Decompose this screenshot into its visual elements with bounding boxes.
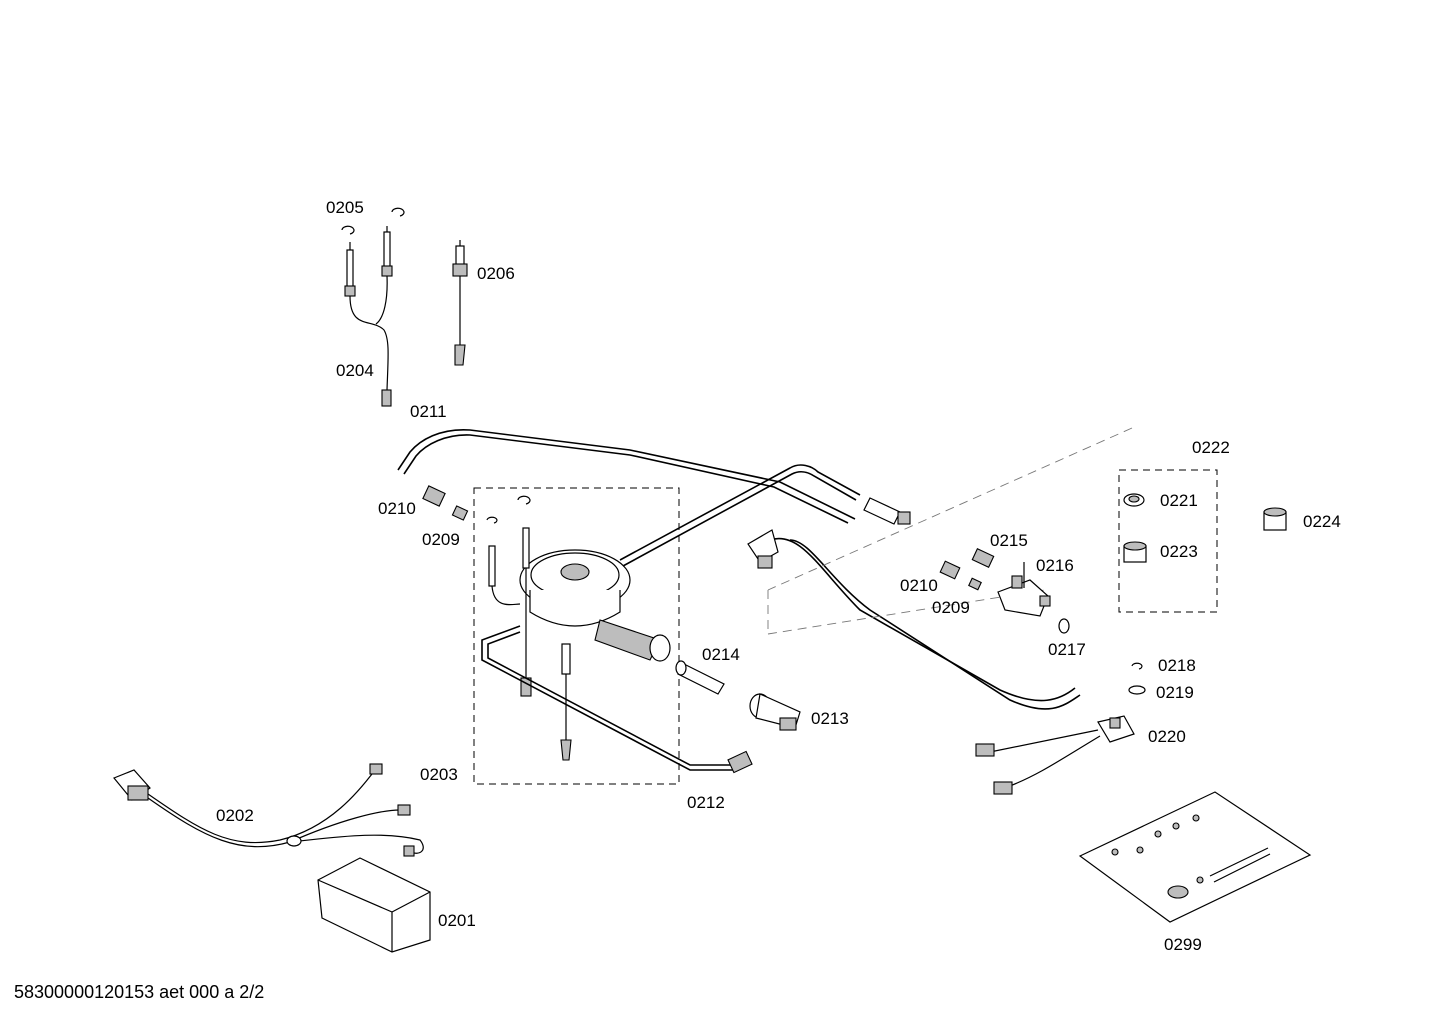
part-0209-right-fitting <box>968 577 982 591</box>
label-0210-right: 0210 <box>900 576 938 595</box>
part-0209-fitting <box>451 505 469 521</box>
part-hose <box>747 529 1081 710</box>
part-0220-switch <box>975 715 1135 795</box>
part-0219-washer <box>1128 685 1146 695</box>
label-0213: 0213 <box>811 709 849 728</box>
label-0220: 0220 <box>1148 727 1186 746</box>
part-0224-nut <box>1263 507 1287 531</box>
part-0213-elbow <box>749 693 801 731</box>
part-0222-group <box>1118 469 1218 613</box>
label-0209-right: 0209 <box>932 598 970 617</box>
label-0211: 0211 <box>410 402 447 421</box>
document-number-footer: 58300000120153 aet 000 a 2/2 <box>14 982 265 1002</box>
part-0299-bag <box>1078 791 1312 923</box>
label-0209-left: 0209 <box>422 530 460 549</box>
part-0215-fitting <box>971 548 995 568</box>
part-0202-harness <box>113 763 424 857</box>
part-supply-pipe <box>619 464 861 567</box>
label-0218: 0218 <box>1158 656 1196 675</box>
part-0216-valve <box>997 562 1051 617</box>
label-0215: 0215 <box>990 531 1028 550</box>
label-0224: 0224 <box>1303 512 1341 531</box>
label-0205: 0205 <box>326 198 364 217</box>
label-0216: 0216 <box>1036 556 1074 575</box>
label-0202: 0202 <box>216 806 254 825</box>
part-0214-tube <box>675 660 725 695</box>
label-0203: 0203 <box>420 765 458 784</box>
part-0205-clips <box>341 207 405 235</box>
part-0212-fitting <box>727 750 753 774</box>
label-0214: 0214 <box>702 645 740 664</box>
part-0204-thermocouple <box>344 226 393 407</box>
label-0206: 0206 <box>477 264 515 283</box>
part-0203-burner-group <box>473 487 735 785</box>
label-0223: 0223 <box>1160 542 1198 561</box>
label-0210-left: 0210 <box>378 499 416 518</box>
part-0217-ring <box>1058 618 1070 634</box>
part-0211-pipe <box>397 429 911 525</box>
label-0299: 0299 <box>1164 935 1202 954</box>
part-0206-electrode <box>452 240 468 366</box>
label-0217: 0217 <box>1048 640 1086 659</box>
label-0222: 0222 <box>1192 438 1230 457</box>
label-0219: 0219 <box>1156 683 1194 702</box>
label-0201: 0201 <box>438 911 476 930</box>
label-0212: 0212 <box>687 793 725 812</box>
part-0210-fitting <box>422 485 446 507</box>
part-0218-clip <box>1131 662 1143 670</box>
part-0210-right-fitting <box>939 560 961 580</box>
part-0201-box <box>317 857 431 953</box>
label-0204: 0204 <box>336 361 374 380</box>
label-0221: 0221 <box>1160 491 1198 510</box>
projection-lines <box>767 427 1133 635</box>
